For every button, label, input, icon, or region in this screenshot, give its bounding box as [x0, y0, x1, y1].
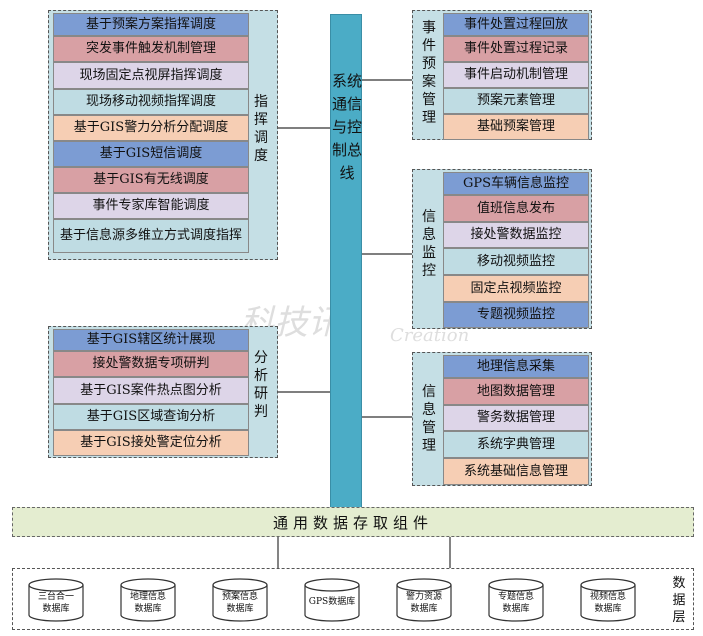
analysis-panel: 基于GIS辖区统计展现接处警数据专项研判基于GIS案件热点图分析基于GIS区域查… [48, 326, 278, 458]
monitor-panel: 信息监控 GPS车辆信息监控值班信息发布接处警数据监控移动视频监控固定点视频监控… [412, 169, 592, 329]
database-name-line2: 数据库 [410, 604, 438, 614]
database-name-line1: 预案信息 [221, 592, 258, 602]
dispatch-item: 突发事件触发机制管理 [53, 36, 249, 62]
monitor-item: 固定点视频监控 [443, 275, 589, 302]
data-layer-title: 数据层 [672, 576, 686, 625]
system-bus: 系统通信与控制总线 [330, 14, 362, 512]
analysis-item: 基于GIS接处警定位分析 [53, 430, 249, 456]
generic-data-access-component: 通用数据存取组件 [12, 507, 694, 537]
plan-item: 事件启动机制管理 [443, 62, 589, 88]
database-label: 地理信息数据库 [119, 591, 177, 615]
info_mgmt-item: 系统基础信息管理 [443, 458, 589, 485]
database-icon: 地理信息数据库 [119, 577, 177, 623]
dispatch-panel: 基于预案方案指挥调度突发事件触发机制管理现场固定点视屏指挥调度现场移动视频指挥调… [48, 10, 278, 260]
database-name-line1: 视频信息 [589, 592, 626, 602]
database-icon: 警力资源数据库 [395, 577, 453, 623]
database-name-line2: 数据库 [594, 604, 622, 614]
plan-panel: 事件预案管理 事件处置过程回放事件处置过程记录事件启动机制管理预案元素管理基础预… [412, 10, 592, 140]
dispatch-title: 指挥调度 [254, 94, 268, 164]
watermark-sub: Creation [390, 325, 470, 346]
monitor-item: GPS车辆信息监控 [443, 172, 589, 195]
database-icon: 预案信息数据库 [211, 577, 269, 623]
database-label: 预案信息数据库 [211, 591, 269, 615]
plan-item: 基础预案管理 [443, 114, 589, 140]
dispatch-item: 基于信息源多维立方式调度指挥 [53, 219, 249, 253]
database-name-line1: 地理信息 [129, 592, 166, 602]
info_mgmt-item: 警务数据管理 [443, 405, 589, 431]
generic-component-label: 通用数据存取组件 [272, 513, 433, 532]
info_mgmt-item: 地理信息采集 [443, 355, 589, 378]
monitor-item: 值班信息发布 [443, 195, 589, 222]
monitor-title: 信息监控 [422, 209, 436, 279]
dispatch-item: 基于预案方案指挥调度 [53, 13, 249, 36]
database-name-line1: 专题信息 [497, 592, 534, 602]
monitor-item: 接处警数据监控 [443, 222, 589, 248]
bus-title: 系统通信与控制总线 [331, 72, 362, 182]
database-name-line2: 数据库 [502, 604, 530, 614]
dispatch-item: 基于GIS警力分析分配调度 [53, 115, 249, 141]
plan-title: 事件预案管理 [422, 20, 436, 126]
database-icon: 视频信息数据库 [579, 577, 637, 623]
database-name-line1: 警力资源 [405, 592, 442, 602]
info-management-panel: 信息管理 地理信息采集地图数据管理警务数据管理系统字典管理系统基础信息管理 [412, 352, 592, 486]
plan-item: 事件处置过程记录 [443, 36, 589, 62]
database-label: 警力资源数据库 [395, 591, 453, 615]
info_mgmt-item: 系统字典管理 [443, 431, 589, 458]
analysis-title: 分析研判 [254, 350, 268, 420]
plan-item: 预案元素管理 [443, 88, 589, 114]
analysis-item: 基于GIS案件热点图分析 [53, 377, 249, 404]
dispatch-item: 事件专家库智能调度 [53, 193, 249, 219]
database-name-line2: 数据库 [226, 604, 254, 614]
analysis-item: 基于GIS辖区统计展现 [53, 329, 249, 351]
analysis-item: 接处警数据专项研判 [53, 351, 249, 377]
analysis-item: 基于GIS区域查询分析 [53, 404, 249, 430]
database-name-line1: GPS数据库 [308, 597, 356, 607]
dispatch-item: 现场固定点视屏指挥调度 [53, 62, 249, 89]
database-name-line2: 数据库 [134, 604, 162, 614]
database-icon: GPS数据库 [303, 577, 361, 623]
info_mgmt-item: 地图数据管理 [443, 378, 589, 405]
dispatch-item: 基于GIS有无线调度 [53, 167, 249, 193]
plan-item: 事件处置过程回放 [443, 13, 589, 36]
info-management-title: 信息管理 [422, 384, 436, 454]
database-name-line2: 数据库 [42, 604, 70, 614]
database-label: 三台合一数据库 [27, 591, 85, 615]
database-icon: 三台合一数据库 [27, 577, 85, 623]
database-label: 专题信息数据库 [487, 591, 545, 615]
database-label: GPS数据库 [303, 596, 361, 608]
monitor-item: 移动视频监控 [443, 248, 589, 275]
monitor-item: 专题视频监控 [443, 302, 589, 328]
dispatch-item: 基于GIS短信调度 [53, 141, 249, 167]
database-label: 视频信息数据库 [579, 591, 637, 615]
database-icon: 专题信息数据库 [487, 577, 545, 623]
dispatch-item: 现场移动视频指挥调度 [53, 89, 249, 115]
database-name-line1: 三台合一 [37, 592, 74, 602]
